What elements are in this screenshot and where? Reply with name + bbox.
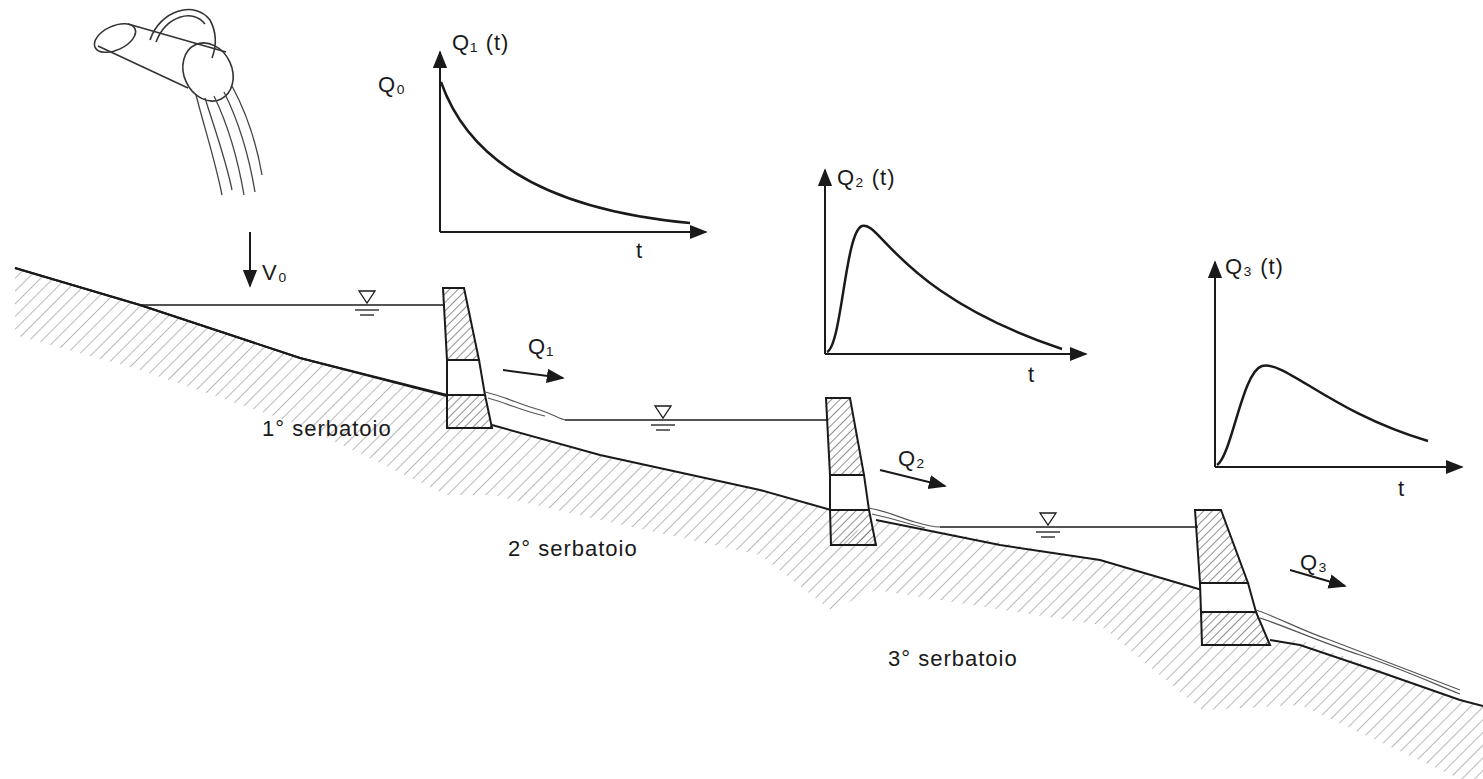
label: 2° serbatoio [508, 538, 638, 560]
ground-line [1270, 640, 1483, 706]
label: t [636, 240, 643, 262]
label: 1° serbatoio [262, 418, 392, 440]
inflow-arrow [249, 232, 251, 286]
label: Q₃ (t) [1225, 256, 1284, 278]
hydrograph [825, 170, 1086, 354]
label: t [1028, 364, 1035, 386]
dam [443, 288, 492, 428]
bucket [90, 10, 242, 110]
label: Q₀ [378, 74, 406, 96]
ground-hatch [15, 268, 1483, 779]
water-stream [196, 86, 262, 195]
label: V₀ [262, 262, 288, 284]
label: Q₃ [1300, 552, 1328, 574]
water-surface [940, 526, 1198, 528]
ground-line [15, 268, 447, 395]
label: Q₁ (t) [452, 32, 509, 54]
ground-line [876, 520, 1202, 590]
label: 3° serbatoio [888, 648, 1018, 670]
outflow-stream [485, 392, 1460, 694]
hydrograph [1215, 262, 1462, 467]
label: t [1398, 478, 1405, 500]
dam [1195, 510, 1270, 645]
ground-line [15, 268, 447, 396]
hydrograph [440, 52, 706, 232]
label: Q₂ (t) [837, 167, 896, 189]
water-surface [140, 304, 445, 306]
dam [826, 398, 876, 545]
water-surface [565, 419, 828, 421]
flow-arrow [503, 370, 563, 378]
label: Q₁ [528, 336, 555, 358]
ground-line [492, 425, 831, 510]
flow-arrow [880, 470, 945, 486]
label: Q₂ [898, 448, 926, 470]
